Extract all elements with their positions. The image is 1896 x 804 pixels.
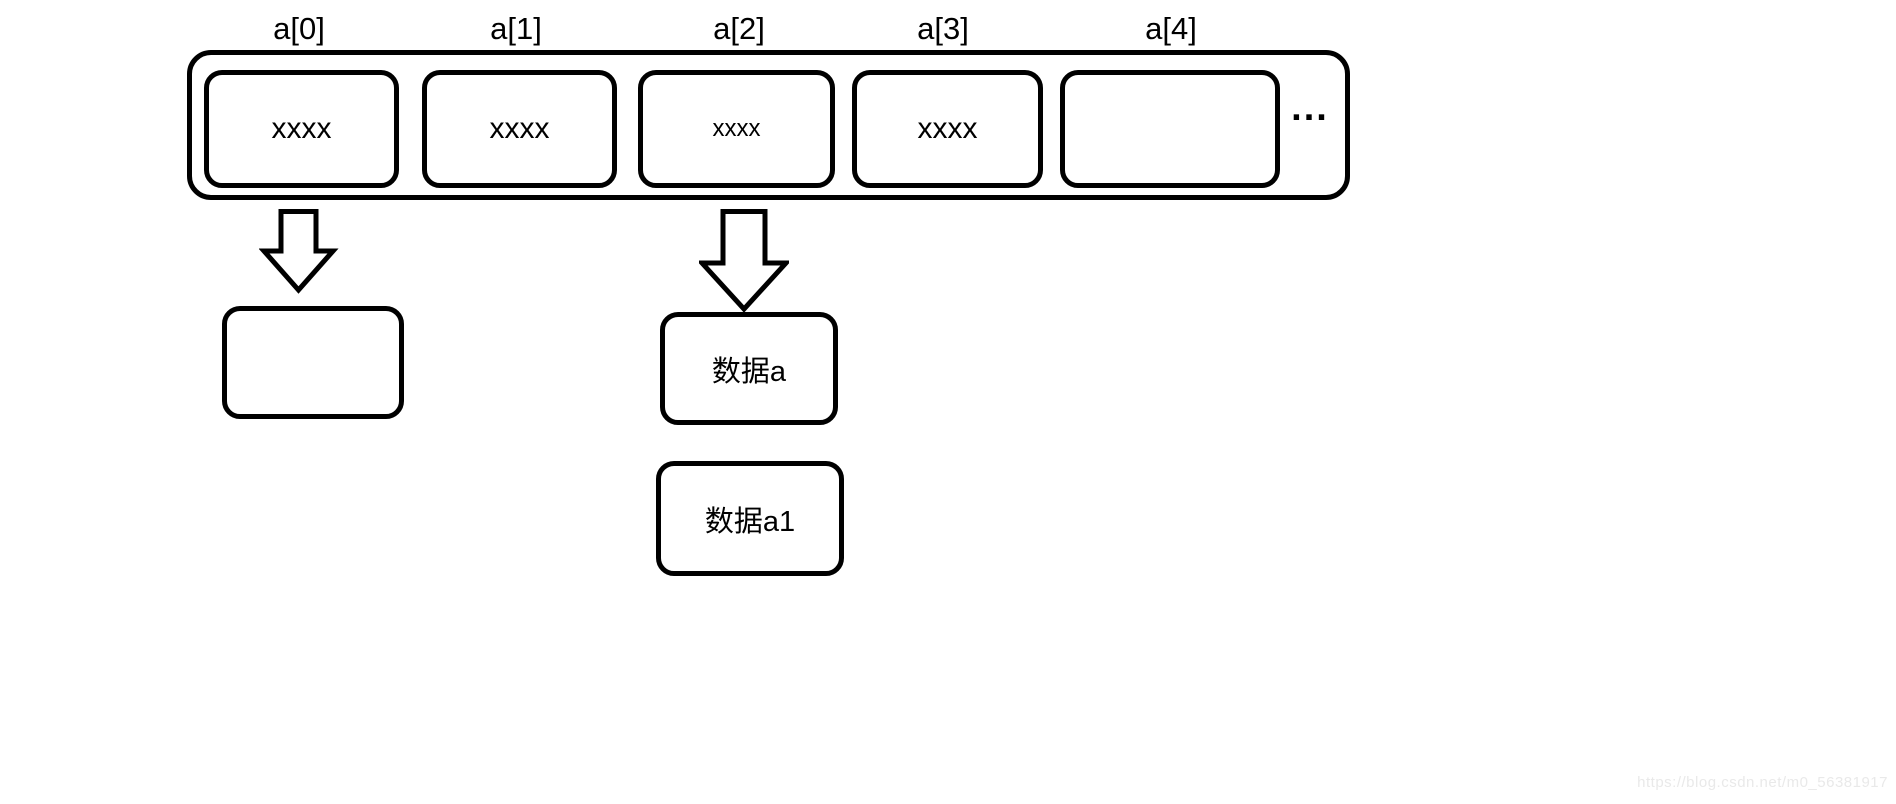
array-index-label-0: a[0] (273, 11, 325, 46)
data-a-node-box: 数据a (660, 312, 838, 425)
array-index-label-4: a[4] (1145, 11, 1197, 46)
array-index-label-2: a[2] (713, 11, 765, 46)
array-cell-0: xxxx (204, 70, 399, 188)
down-arrow-icon (699, 209, 789, 313)
array-cell-2: xxxx (638, 70, 835, 188)
array-cell-3: xxxx (852, 70, 1043, 188)
down-arrow-icon (259, 209, 339, 294)
empty-node-box (222, 306, 404, 419)
watermark-url: https://blog.csdn.net/m0_56381917 (1637, 774, 1888, 791)
array-cell-4 (1060, 70, 1280, 188)
ellipsis-more-cells: ... (1291, 87, 1329, 129)
array-cell-1: xxxx (422, 70, 617, 188)
array-index-label-3: a[3] (917, 11, 969, 46)
data-a1-node-box: 数据a1 (656, 461, 844, 576)
array-index-label-1: a[1] (490, 11, 542, 46)
